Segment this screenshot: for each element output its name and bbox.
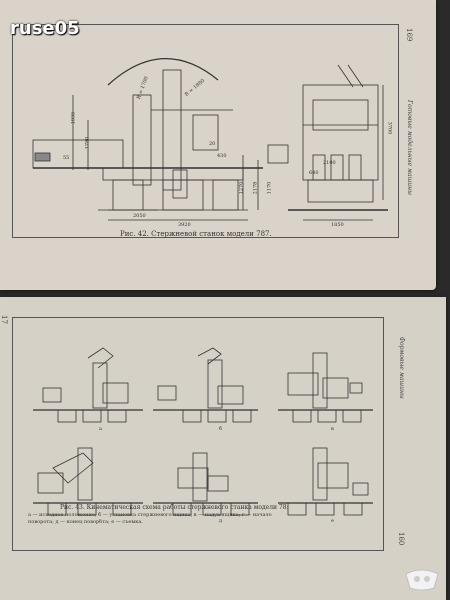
figure-caption-43-line3: поворота; д — конец поворота; е — съемка… — [28, 519, 143, 525]
panel-label-v: в — [331, 426, 334, 432]
figure-caption-43-line2: а — исходное положение; б — установка ст… — [28, 512, 272, 518]
figure-frame-bottom: а б в г д е — [12, 317, 384, 551]
running-head-bottom: Формовые машины — [398, 337, 405, 399]
panel-label-d: д — [219, 518, 223, 524]
page-number-160: 160 — [397, 532, 405, 546]
panel-label-e: е — [331, 518, 334, 524]
dim-3700: 3700 — [386, 121, 393, 135]
panel-label-b: б — [219, 426, 223, 432]
panel-label-g: г — [99, 518, 102, 524]
top-book-page: 1935 1780 R = 1700 R = 1880 55 20 430 12… — [0, 0, 436, 290]
dim-1270: 1270 — [238, 181, 245, 195]
dim-20: 20 — [209, 141, 216, 147]
figure-frame-top: 1935 1780 R = 1700 R = 1880 55 20 430 12… — [12, 24, 399, 238]
dim-1170: 1170 — [266, 181, 273, 195]
figure-caption-42: Рис. 42. Стержневой станок модели 787. — [120, 230, 272, 238]
running-head-top: Готовые модельные машины — [406, 100, 413, 195]
panel-label-a: а — [99, 426, 102, 432]
dim-2178: 2178 — [252, 181, 259, 195]
dim-1780: 1780 — [84, 136, 91, 150]
dim-640: 640 — [309, 170, 319, 176]
dim-1850: 1850 — [331, 222, 344, 228]
dim-2100: 2100 — [323, 160, 336, 166]
page-number-169: 169 — [405, 28, 413, 42]
figure-caption-43-line1: Рис. 43. Кинематическая схема работы сте… — [60, 504, 289, 511]
bazar-logo-icon — [405, 569, 439, 591]
dim-3920: 3920 — [178, 222, 191, 228]
kinematic-scheme-drawing — [33, 347, 373, 516]
dim-430: 430 — [217, 153, 227, 159]
watermark-text: ruse05 — [10, 18, 80, 39]
dim-1935: 1935 — [70, 111, 77, 125]
bottom-book-page: 17 — [0, 297, 446, 600]
machine-787-drawing — [32, 58, 388, 221]
dim-55: 55 — [63, 155, 70, 161]
dim-2050: 2050 — [133, 213, 146, 219]
page-number-17: 17 — [0, 315, 8, 324]
